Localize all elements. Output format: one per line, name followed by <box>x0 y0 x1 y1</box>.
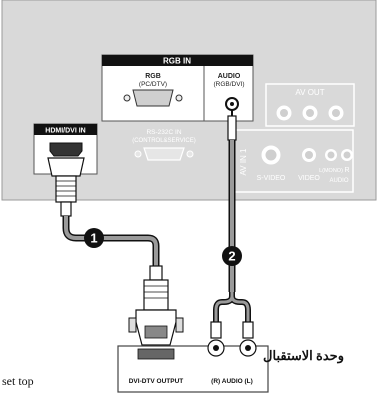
caption-arabic: وحدة الاستقبال <box>263 348 344 363</box>
rs232-screw-left <box>134 150 142 158</box>
rs232-label: RS-232C IN <box>146 129 181 136</box>
hdmi-dvi-header <box>34 124 97 135</box>
audio-cable-split <box>214 292 250 322</box>
rgb-in-title: RGB IN <box>163 57 191 66</box>
step-1-badge <box>84 228 104 248</box>
dvi-output-port <box>137 348 175 360</box>
audio-port-sublabel: (RGB/DVI) <box>213 81 244 88</box>
video-label: VIDEO <box>298 175 320 182</box>
dvi-plug-body <box>143 279 169 311</box>
hdmi-plug-grip <box>55 175 77 203</box>
rgb-screw-left <box>123 94 131 102</box>
rgb-screw-right <box>175 94 183 102</box>
dvi-plug-strain <box>149 265 163 281</box>
dvi-plug-screw-right <box>175 317 184 333</box>
audio-r-label: R <box>344 167 349 174</box>
video-jack-ring <box>305 151 313 159</box>
audio-l-jack-ring <box>327 151 335 159</box>
step-2-number: 2 <box>228 249 235 264</box>
audio-l-label: L(MONO) <box>319 168 343 174</box>
hdmi-plug-strain <box>60 201 72 217</box>
rs232-screw-right <box>186 150 194 158</box>
av-in-1-group <box>232 129 354 193</box>
rgb-vga-port <box>132 89 174 107</box>
rgb-port-sublabel: (PC/DTV) <box>139 81 167 88</box>
av-out-title: AV OUT <box>295 88 324 97</box>
hdmi-port <box>49 142 83 157</box>
audio-r-jack-ring <box>343 151 351 159</box>
av-out-jack-ring <box>280 109 288 117</box>
audio-output-label: (R) AUDIO (L) <box>211 378 253 385</box>
rca-jack-l-center <box>245 345 251 351</box>
rca-plug-r-body <box>210 321 222 339</box>
audio-plug-top <box>227 115 237 141</box>
dvi-output-label: DVI-DTV OUTPUT <box>129 378 184 385</box>
av-out-jacks <box>276 105 344 121</box>
audio-jack-inner <box>230 102 234 106</box>
svideo-label: S-VIDEO <box>257 175 286 182</box>
hdmi-dvi-title: HDMI/DVI IN <box>45 128 85 135</box>
svideo-port-inner <box>265 149 277 161</box>
rgb-in-header <box>102 55 253 66</box>
dvi-plug-screw-left <box>128 317 137 333</box>
caption-english: set top <box>2 374 34 388</box>
dvi-plug-pins <box>144 325 168 339</box>
hdmi-dvi-cable <box>64 216 158 266</box>
step-1-number: 1 <box>90 231 97 246</box>
av-out-jack-ring <box>306 109 314 117</box>
av-in-1-title: AV IN 1 <box>239 148 248 176</box>
rca-plug-l-body <box>242 321 254 339</box>
rs232-sublabel: (CONTROL&SERVICE) <box>132 138 196 144</box>
audio-bracket-label: AUDIO <box>329 178 348 184</box>
rs232-port <box>143 147 185 161</box>
step-2-badge <box>222 246 242 266</box>
hdmi-plug-head <box>47 157 85 177</box>
av-out-jack-ring <box>332 109 340 117</box>
rgb-port-label: RGB <box>145 73 161 80</box>
rca-jack-r-center <box>213 345 219 351</box>
hdmi-dvi-cable-outer <box>62 216 160 266</box>
audio-port-label: AUDIO <box>218 73 241 80</box>
